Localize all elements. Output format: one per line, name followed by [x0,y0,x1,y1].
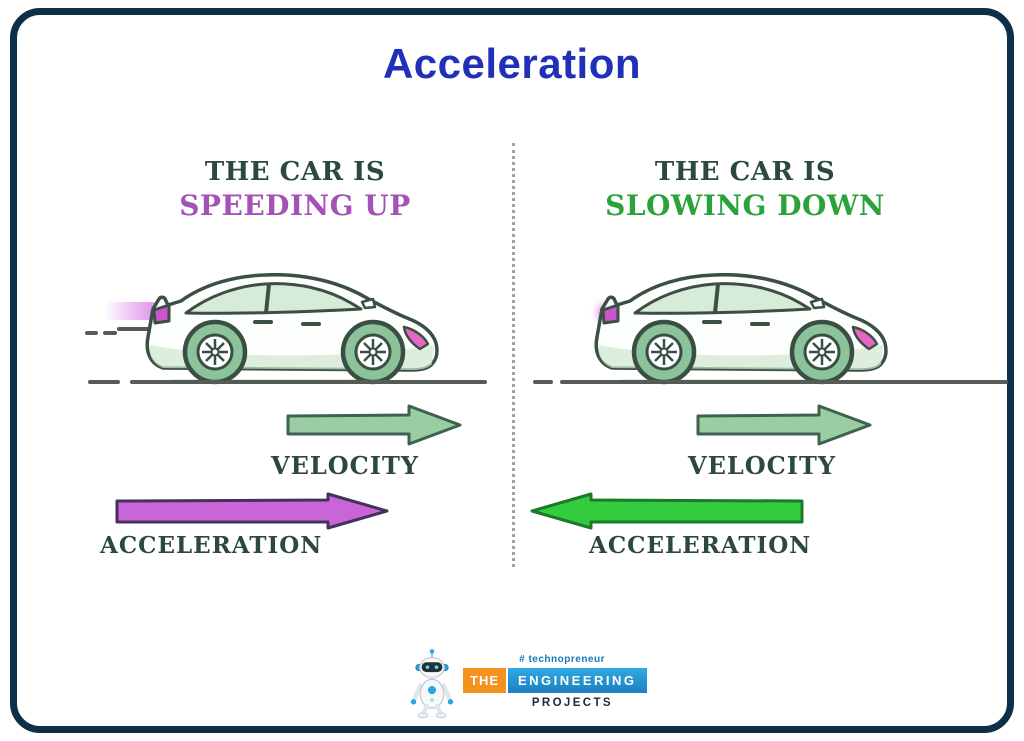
motion-streak [104,302,160,320]
motion-dash [103,331,117,335]
left-panel-heading: THE CAR IS SPEEDING UP [145,157,445,223]
robot-mascot-icon [410,649,454,719]
velocity-arrow-right [696,404,872,446]
page-title: Acceleration [382,40,642,87]
brand-logo: # technopreneur THE ENGINEERING PROJECTS [405,642,647,726]
right-panel-heading: THE CAR IS SLOWING DOWN [595,157,895,223]
car-slowing-down-illustration [590,273,890,387]
acceleration-label-right: ACCELERATION [589,532,812,559]
logo-word-projects: PROJECTS [531,697,613,709]
acceleration-arrow-left [115,492,389,530]
motion-dash [85,331,98,335]
right-heading-line2: SLOWING DOWN [605,188,885,222]
car-speeding-up-illustration [141,273,441,387]
ground-line-right [560,380,1008,384]
logo-tagline: # technopreneur [519,654,605,665]
logo-word-the: THE [463,668,506,693]
left-heading-line1: THE CAR IS [204,157,386,187]
motion-dash [117,327,164,331]
vertical-divider [512,143,515,567]
velocity-label-left: VELOCITY [270,451,419,480]
ground-dash-left [88,380,120,384]
left-heading-line2: SPEEDING UP [179,188,411,222]
velocity-arrow-left [286,404,462,446]
ground-dash-right [533,380,553,384]
velocity-label-right: VELOCITY [687,451,836,480]
logo-word-engineering: ENGINEERING [508,668,647,693]
ground-line-left [130,380,487,384]
logo-wordmark: THE ENGINEERING [463,668,647,693]
acceleration-arrow-right [530,492,804,530]
right-heading-line1: THE CAR IS [654,157,836,187]
acceleration-label-left: ACCELERATION [100,532,323,559]
